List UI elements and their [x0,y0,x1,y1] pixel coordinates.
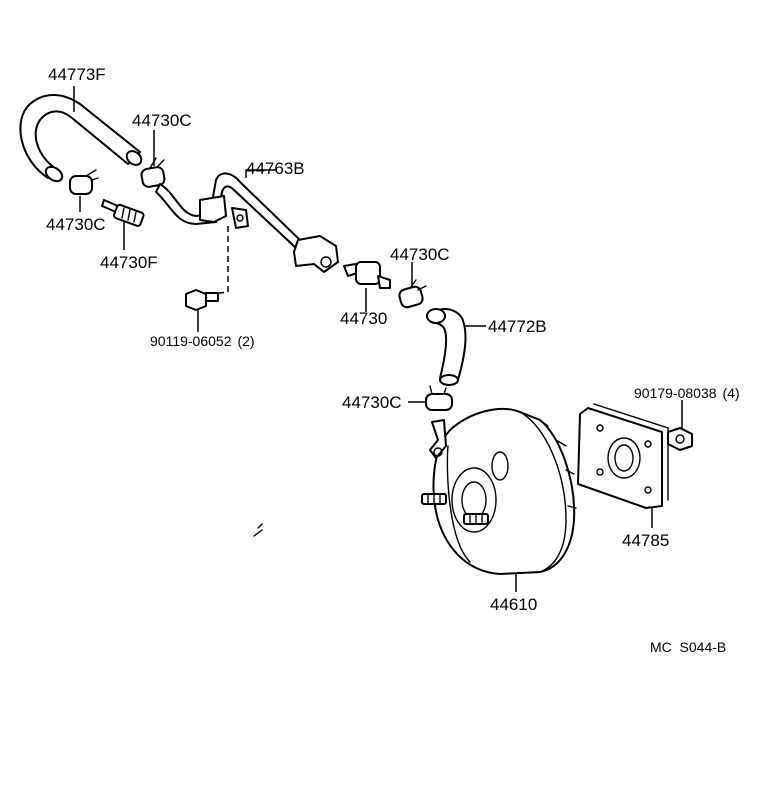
bolt-90119-06052[interactable] [185,289,219,311]
label-44730c-low: 44730C [342,393,402,412]
label-44763b: 44763B [246,159,305,178]
label-44730c-mid: 44730C [390,245,450,264]
nut-90179-08038[interactable] [667,427,693,451]
vacuum-hose-44773f[interactable] [19,94,144,184]
hose-clamp-44730c-top[interactable] [140,157,166,188]
label-44730f: 44730F [100,253,158,272]
stray-mark [253,523,263,537]
diagram-code: MC S044-B [650,639,726,655]
hose-clamp-44730c-left[interactable] [69,169,99,195]
gasket-44785[interactable] [577,403,669,509]
part-labels: 44773F 44730C 44730C 44730F 44763B 90119… [46,65,740,655]
label-90179: 90179-08038(4) [634,385,740,401]
leader-lines [73,86,683,592]
hose-clamp-44730c-mid[interactable] [398,279,427,309]
label-44772b: 44772B [488,317,547,336]
label-44773f: 44773F [48,65,106,84]
brake-booster-44610[interactable] [421,407,577,575]
union-fitting-44730f[interactable] [101,199,145,227]
check-valve-44730[interactable] [343,261,391,289]
label-44785: 44785 [622,531,669,550]
hose-clamp-44730c-low[interactable] [425,385,453,411]
label-44730: 44730 [340,309,387,328]
label-90119: 90119-06052(2) [150,333,255,349]
vacuum-hose-44772b[interactable] [426,308,467,386]
label-44730c-top: 44730C [132,111,192,130]
vacuum-pipe-44763b[interactable] [155,172,339,273]
label-44610: 44610 [490,595,537,614]
bolt-guide-dashed-line [211,226,229,295]
label-44730c-left: 44730C [46,215,106,234]
